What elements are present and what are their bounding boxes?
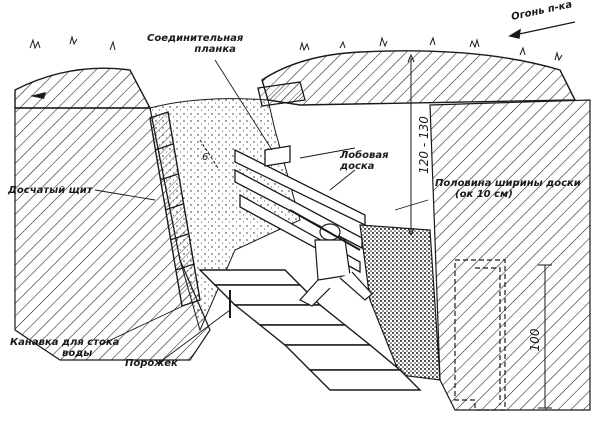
plank-shield-label: Досчатый щит	[8, 185, 93, 196]
threshold-label: Порожек	[125, 358, 178, 369]
ground-mass	[14, 99, 591, 411]
half-board-width-line-1: Половина ширины доски	[435, 178, 581, 189]
plank-shield	[149, 111, 201, 307]
drain-ditch-line-1: Канавка для стока	[10, 337, 120, 348]
half-board-width-label: Половина ширины доски (ок 10 см)	[435, 178, 581, 200]
leader-lines	[94, 59, 429, 363]
connecting-plank-label: Соединительная планка	[147, 33, 243, 55]
connecting-plank-line-1: Соединительная	[147, 33, 244, 44]
dashed-step-outline	[454, 259, 506, 411]
right-parapet	[261, 50, 577, 106]
connecting-plank-line-2: планка	[194, 44, 236, 55]
front-wall-revetment	[359, 224, 441, 381]
steps	[198, 269, 422, 391]
front-board-label: Лобовая доска	[340, 150, 389, 172]
enemy-fire-arrow	[508, 21, 576, 39]
dimension-small-label: 6	[202, 152, 208, 163]
drain-ditch-label: Канавка для стока воды	[10, 337, 119, 359]
half-board-width-line-2: (ок 10 см)	[455, 189, 513, 200]
dimension-step-label: 100	[528, 328, 542, 351]
front-board-line-2: доска	[340, 161, 375, 172]
drain-ditch-line-2: воды	[62, 348, 93, 359]
small-left-arrow	[30, 92, 46, 99]
dimension-height-label: 120 - 130	[417, 116, 431, 174]
dimension-lines	[199, 53, 552, 409]
threshold-text: Порожек	[125, 358, 178, 369]
front-board-line-1: Лобовая	[340, 150, 389, 161]
grass-tufts	[29, 35, 563, 62]
plank-shield-text: Досчатый щит	[8, 185, 93, 196]
enemy-fire-label: Огонь п-ка	[510, 0, 573, 23]
soldier-figure	[289, 209, 373, 307]
left-parapet	[14, 67, 152, 109]
